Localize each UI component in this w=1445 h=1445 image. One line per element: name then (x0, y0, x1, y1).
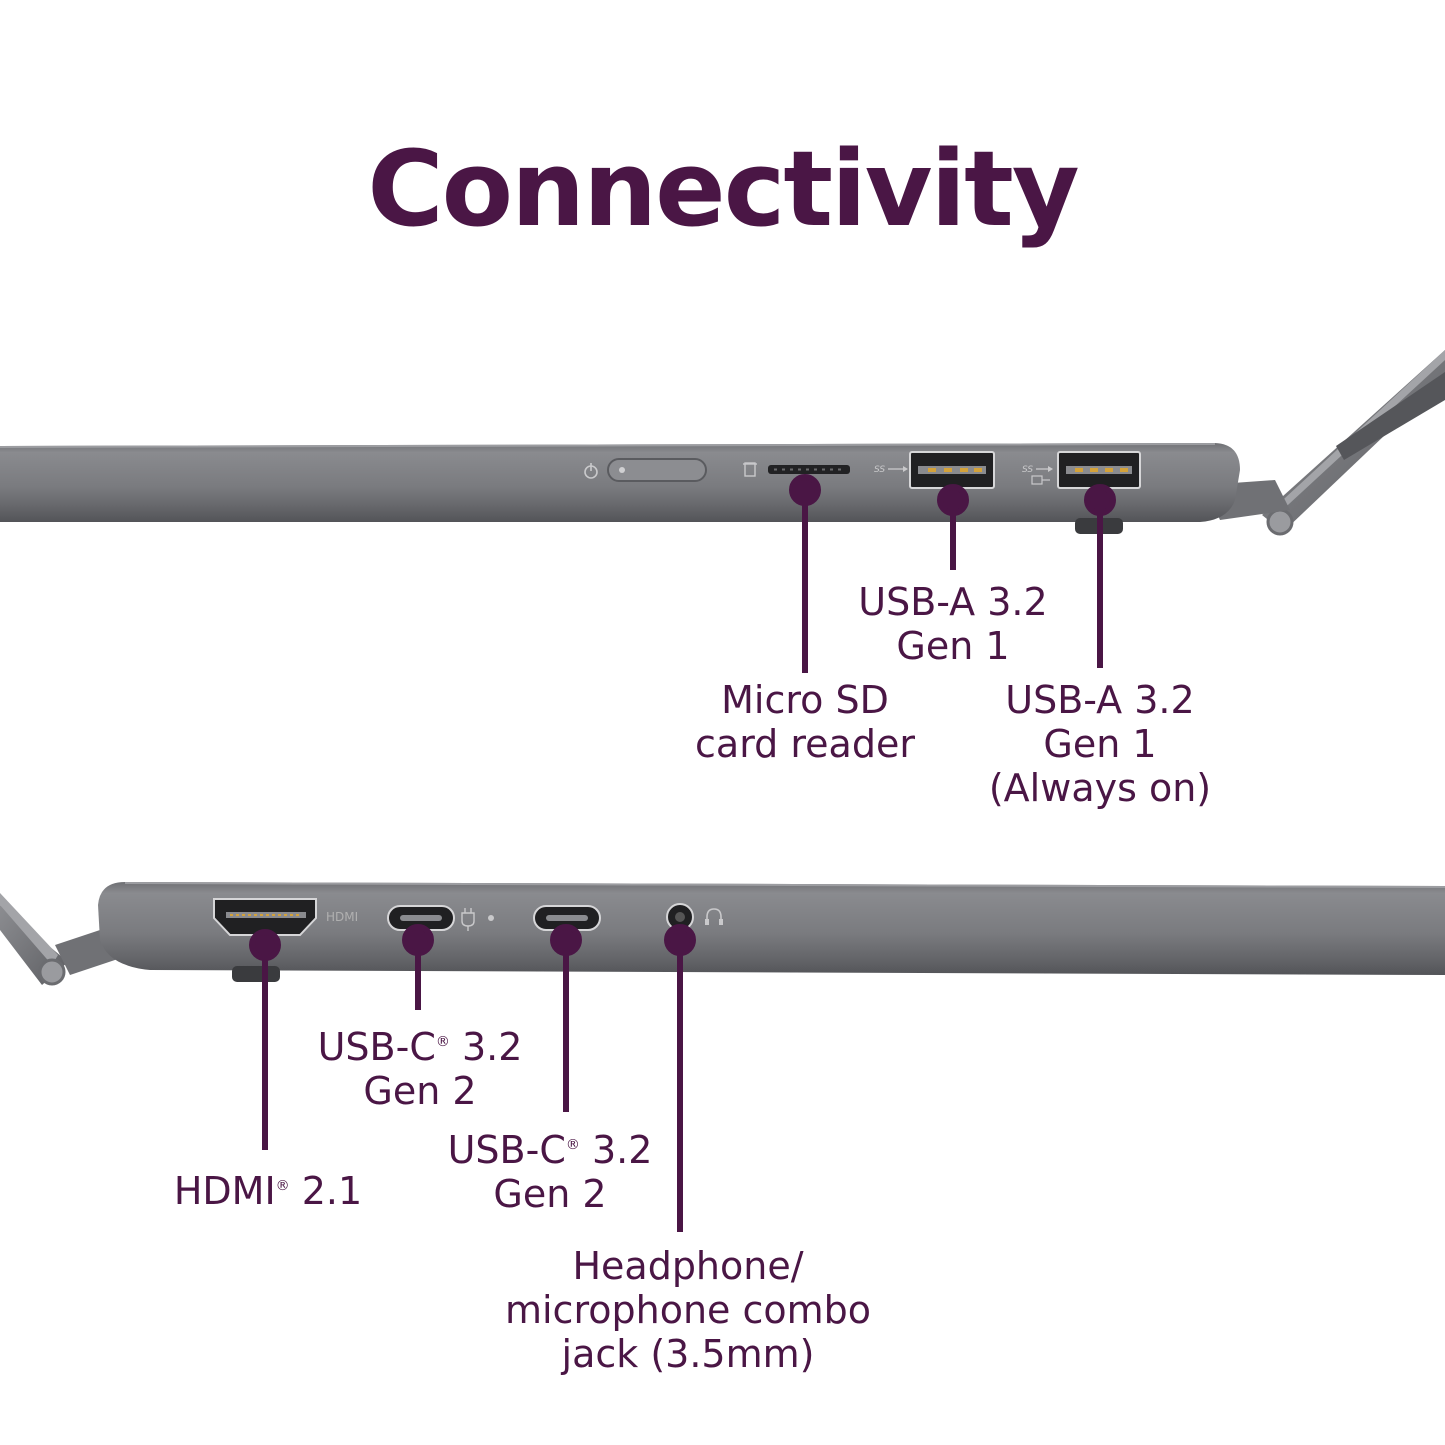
callout-usb-a-1 (937, 484, 969, 570)
label-usb-a-2: USB-A 3.2 Gen 1 (Always on) (988, 678, 1212, 810)
label-usb-c-2: USB-C® 3.2 Gen 2 (447, 1128, 653, 1216)
callout-hdmi (249, 929, 281, 1150)
usb-c-port-1 (387, 905, 455, 931)
power-button (607, 458, 707, 482)
label-hdmi: HDMI® 2.1 (173, 1169, 363, 1213)
hdmi-port (213, 898, 317, 936)
callout-usb-c-2 (550, 924, 582, 1112)
label-micro-sd: Micro SD card reader (695, 678, 915, 766)
usb-a-port-1 (909, 451, 995, 489)
callout-usb-c-1 (402, 924, 434, 1010)
sd-card-icon (743, 462, 757, 477)
callout-usb-a-2 (1084, 484, 1116, 668)
headphone-icon (705, 908, 723, 925)
callout-micro-sd (789, 474, 821, 673)
svg-text:SS: SS (874, 465, 885, 475)
page-title: Connectivity (367, 128, 1079, 250)
power-icon (584, 463, 598, 479)
svg-text:SS: SS (1022, 465, 1033, 475)
ss-usb-charge-icon: SS (1022, 465, 1053, 485)
micro-sd-slot (768, 465, 850, 474)
callout-audio-jack (664, 924, 696, 1232)
ss-usb-icon: SS (874, 465, 908, 475)
top-laptop: SS SS (0, 350, 1445, 536)
label-audio-jack: Headphone/ microphone combo jack (3.5mm) (504, 1244, 872, 1376)
led-indicator-icon (488, 915, 494, 921)
top-laptop-body (0, 443, 1240, 522)
label-usb-c-1: USB-C® 3.2 Gen 2 (317, 1025, 523, 1113)
label-usb-a-1: USB-A 3.2 Gen 1 (858, 580, 1048, 668)
bottom-laptop (0, 882, 1445, 986)
hdmi-port-mark: HDMI (326, 910, 359, 924)
power-plug-icon (461, 908, 475, 931)
usb-a-port-2 (1057, 451, 1141, 489)
